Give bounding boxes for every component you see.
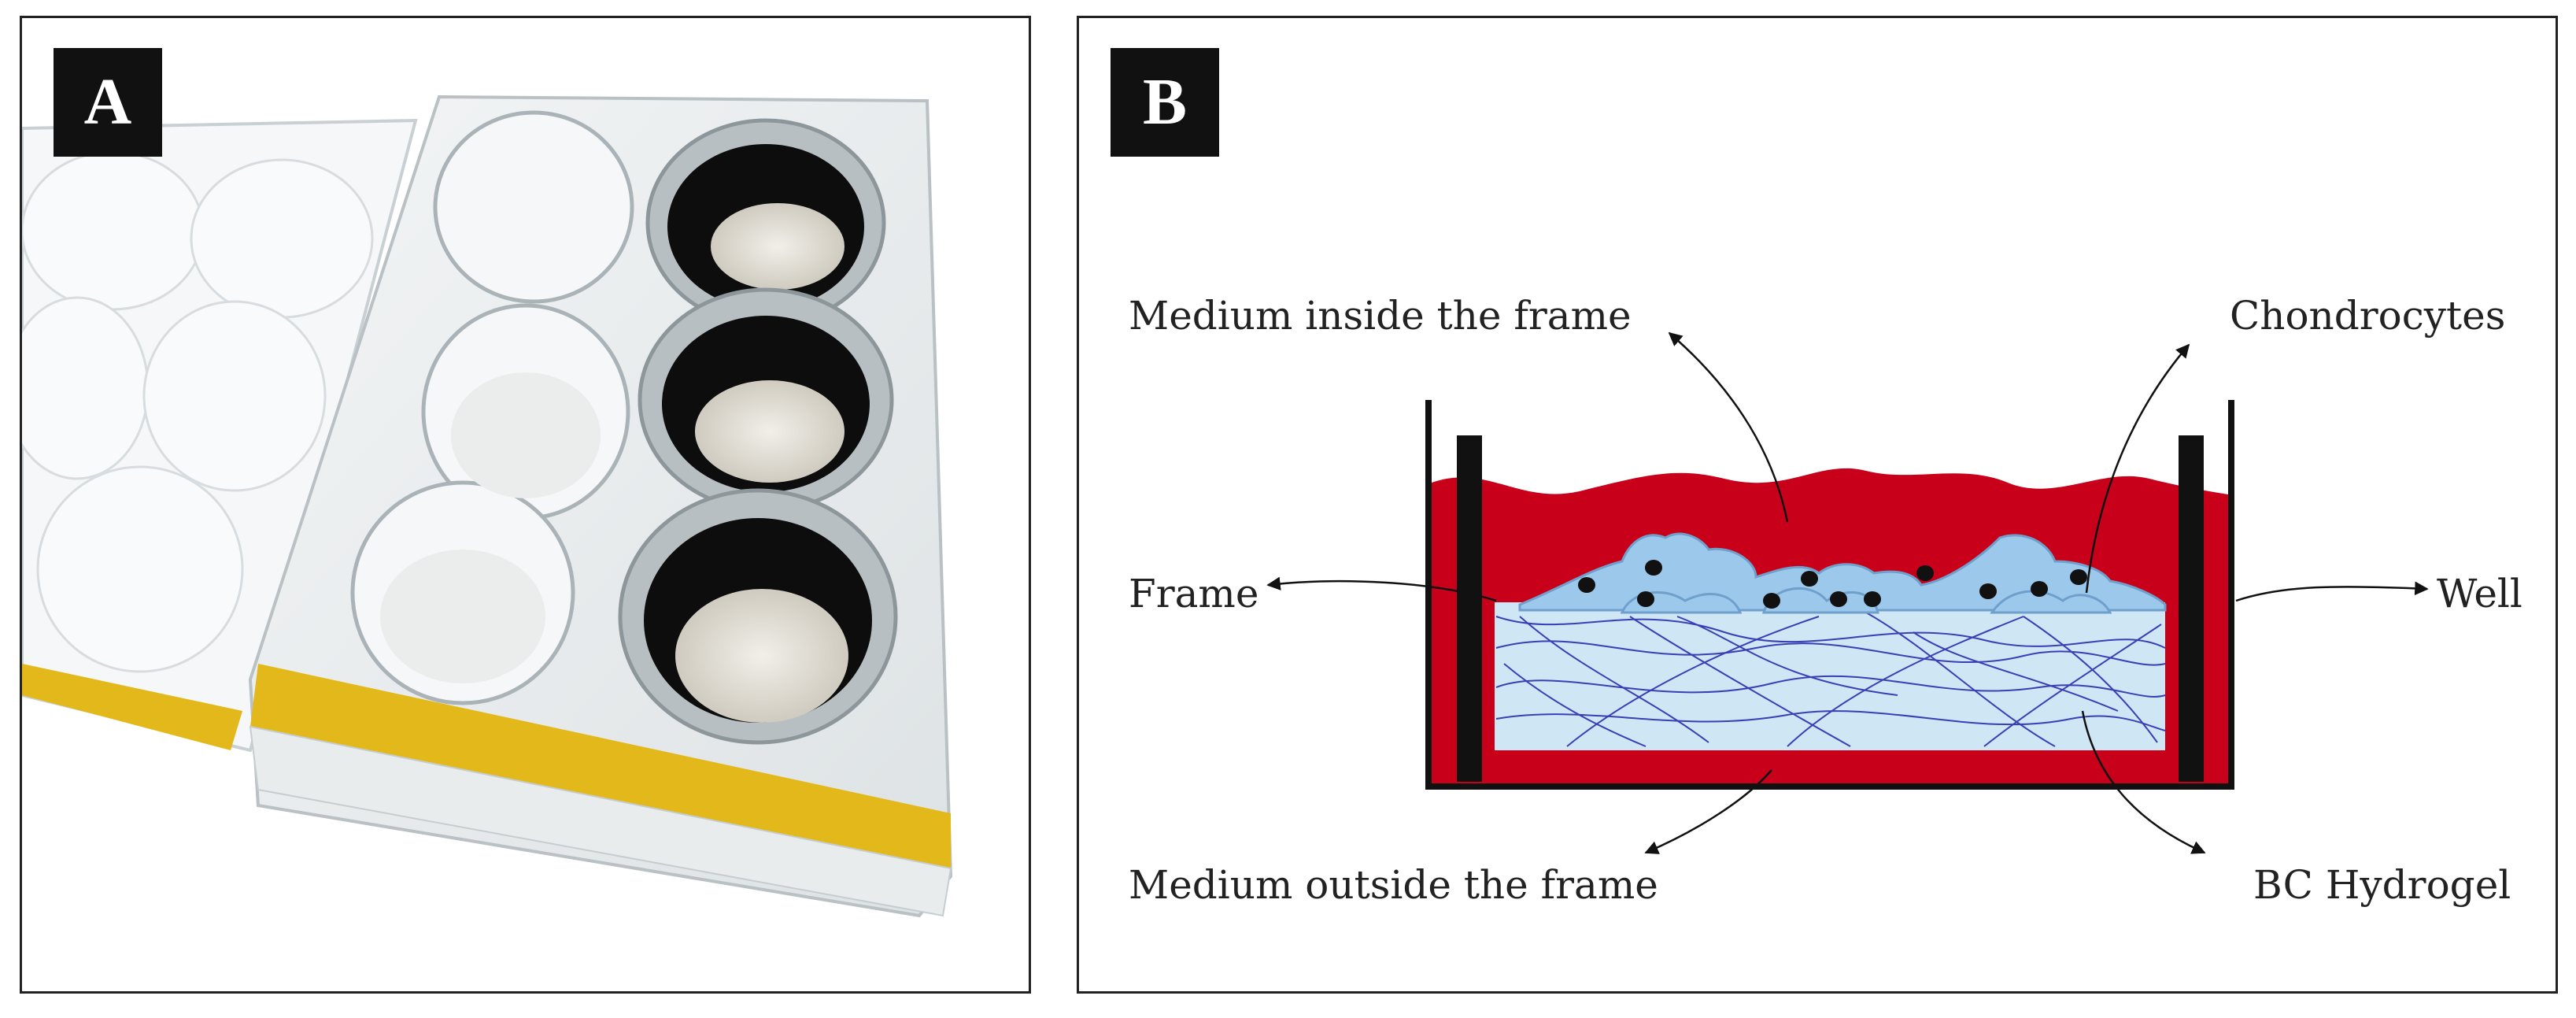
bc-hydrogel-layer (1495, 602, 2166, 750)
arrow-medium-inside (1668, 331, 1789, 523)
cellulose-fibers (1495, 612, 2166, 747)
panel-a-letter: A (54, 48, 162, 157)
label-bc-hydrogel: BC Hydrogel (2253, 862, 2511, 908)
arrow-chondrocytes (2085, 343, 2190, 594)
arrow-well (2235, 581, 2429, 602)
arrow-bc-hydrogel (2081, 710, 2206, 854)
plate-lid (22, 118, 418, 753)
well (1425, 400, 2234, 790)
frame-well-2 (638, 287, 894, 513)
label-medium-inside: Medium inside the frame (1129, 293, 1632, 339)
label-medium-outside: Medium outside the frame (1129, 862, 1658, 908)
culture-schematic: Medium inside the frame Chondrocytes Fra… (1129, 293, 2522, 908)
chondrocytes-layer (1518, 532, 2167, 614)
arrow-medium-outside (1644, 769, 1772, 854)
label-chondrocytes: Chondrocytes (2230, 293, 2505, 339)
arrow-frame (1266, 576, 1497, 602)
panel-b-schematic: Medium inside the frame Chondrocytes Fra… (1077, 16, 2558, 994)
frame (1457, 435, 2204, 782)
frame-well-1 (645, 118, 886, 328)
frame-well-3 (618, 488, 898, 745)
label-frame: Frame (1129, 571, 1258, 616)
label-well: Well (2437, 571, 2522, 616)
well-plate-photo (22, 94, 953, 918)
panel-a-photo: A (20, 16, 1031, 994)
well-plate (248, 94, 953, 918)
panel-b-letter: B (1111, 48, 1219, 157)
